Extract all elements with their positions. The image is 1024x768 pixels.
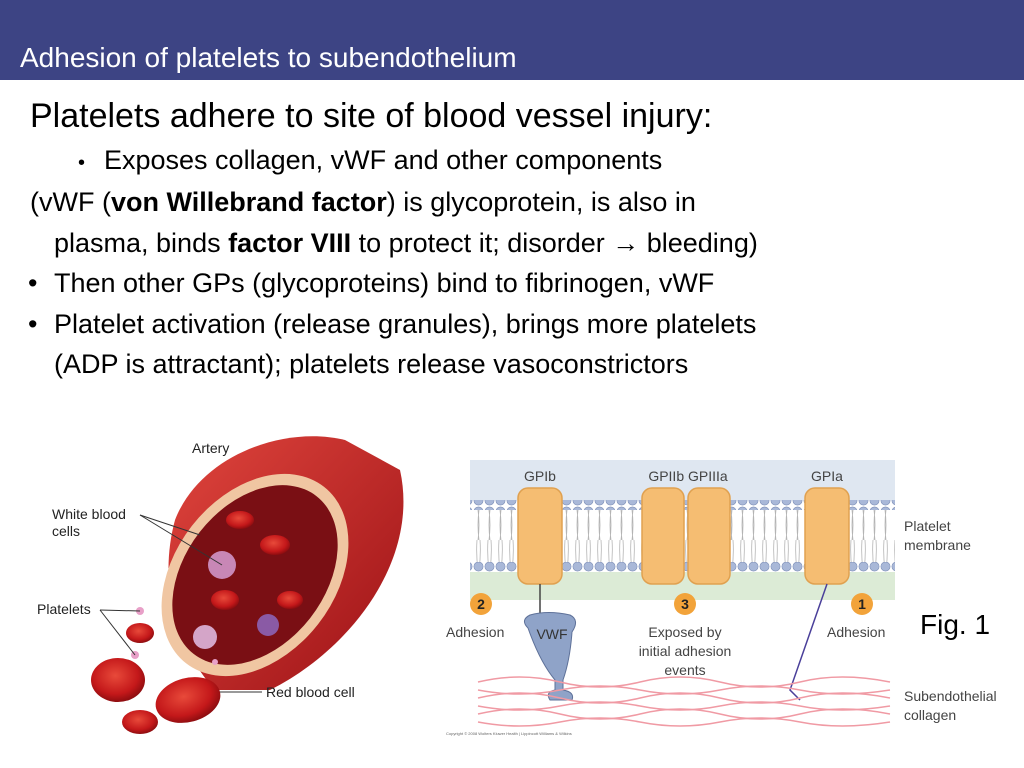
copyright-notice: Copyright © 2008 Wolters Kluwer Health |… — [446, 731, 572, 736]
red-blood-cell — [126, 623, 154, 643]
wbc-inside — [193, 625, 217, 649]
figure-label: Fig. 1 — [920, 609, 991, 640]
step-1-marker — [851, 593, 873, 615]
leader-line — [99, 609, 136, 656]
title-bar: Adhesion of platelets to subendothelium — [0, 0, 1024, 80]
bullet-symbol-activation: • — [28, 309, 38, 339]
vwf-line-2-start: plasma, binds — [54, 228, 229, 258]
rbc-inside — [211, 590, 239, 610]
step-3-number: 3 — [681, 596, 689, 612]
vwf-label: VWF — [536, 626, 567, 642]
leader-line — [139, 514, 201, 536]
artery-label: Artery — [192, 440, 229, 456]
vwf-line-2-end: to protect it; disorder → bleeding) — [351, 228, 758, 258]
step-3-label-3: events — [664, 662, 705, 678]
wbc-label-line-1: White blood — [52, 506, 126, 522]
vwf-line-2: plasma, binds factor VIII to protect it;… — [54, 230, 758, 257]
rbc-label: Red blood cell — [266, 684, 355, 700]
step-3-label-2: initial adhesion — [639, 643, 732, 659]
leader-line — [139, 514, 223, 566]
platelets-label: Platelets — [37, 601, 91, 617]
artery-lumen — [172, 485, 338, 665]
step-2-marker — [470, 593, 492, 615]
collagen-label-2: collagen — [904, 707, 956, 723]
red-blood-cell — [91, 658, 145, 702]
gpia-label: GPIa — [811, 468, 843, 484]
rbc-inside — [260, 535, 290, 555]
step-2-number: 2 — [477, 596, 485, 612]
gpib-protein — [517, 487, 563, 585]
gpia-stem — [789, 583, 828, 701]
rbc-inside — [226, 511, 254, 529]
gpiib-protein — [641, 487, 685, 585]
collagen-label-1: Subendothelial — [904, 688, 997, 704]
sub-bullet-text: Exposes collagen, vWF and other componen… — [104, 145, 663, 175]
platelet-membrane-label-1: Platelet — [904, 518, 951, 534]
gpia-protein — [804, 487, 850, 585]
factor-viii: factor VIII — [228, 228, 352, 258]
heading: Platelets adhere to site of blood vessel… — [30, 97, 713, 135]
gpiiia-protein — [687, 487, 731, 585]
bullet-activation-2: (ADP is attractant); platelets release v… — [54, 349, 689, 379]
rbc-inside — [277, 591, 303, 609]
vwf-line-1-start: (vWF ( — [30, 187, 111, 217]
platelet-membrane-label-2: membrane — [904, 537, 971, 553]
gpiib-gpiiia-label: GPIIb GPIIIa — [648, 468, 728, 484]
slide-title: Adhesion of platelets to subendothelium — [20, 42, 517, 73]
step-3-marker — [674, 593, 696, 615]
red-blood-cell — [155, 677, 221, 723]
vwf-full-name: von Willebrand factor — [110, 187, 387, 217]
step-1-number: 1 — [858, 596, 866, 612]
bullet-symbol-gps: • — [28, 268, 38, 298]
vwf-line-1: (vWF (von Willebrand factor) is glycopro… — [30, 189, 696, 216]
gpib-label: GPIb — [524, 468, 556, 484]
subendothelial-collagen — [477, 676, 891, 727]
wbc-inside — [257, 614, 279, 636]
bullet-activation-1: Platelet activation (release granules), … — [54, 309, 757, 339]
platelet — [212, 659, 218, 665]
step-2-label: Adhesion — [446, 624, 504, 640]
vwf-line-1-end: ) is glycoprotein, is also in — [386, 187, 696, 217]
sub-bullet-symbol: • — [78, 152, 86, 174]
bullet-gps: Then other GPs (glycoproteins) bind to f… — [54, 268, 715, 298]
leader-line — [99, 609, 141, 612]
vwf-molecule — [524, 612, 576, 701]
step-1-label: Adhesion — [827, 624, 885, 640]
step-3-label-1: Exposed by — [648, 624, 721, 640]
wbc-label-line-2: cells — [52, 523, 80, 539]
red-blood-cell — [122, 710, 158, 734]
